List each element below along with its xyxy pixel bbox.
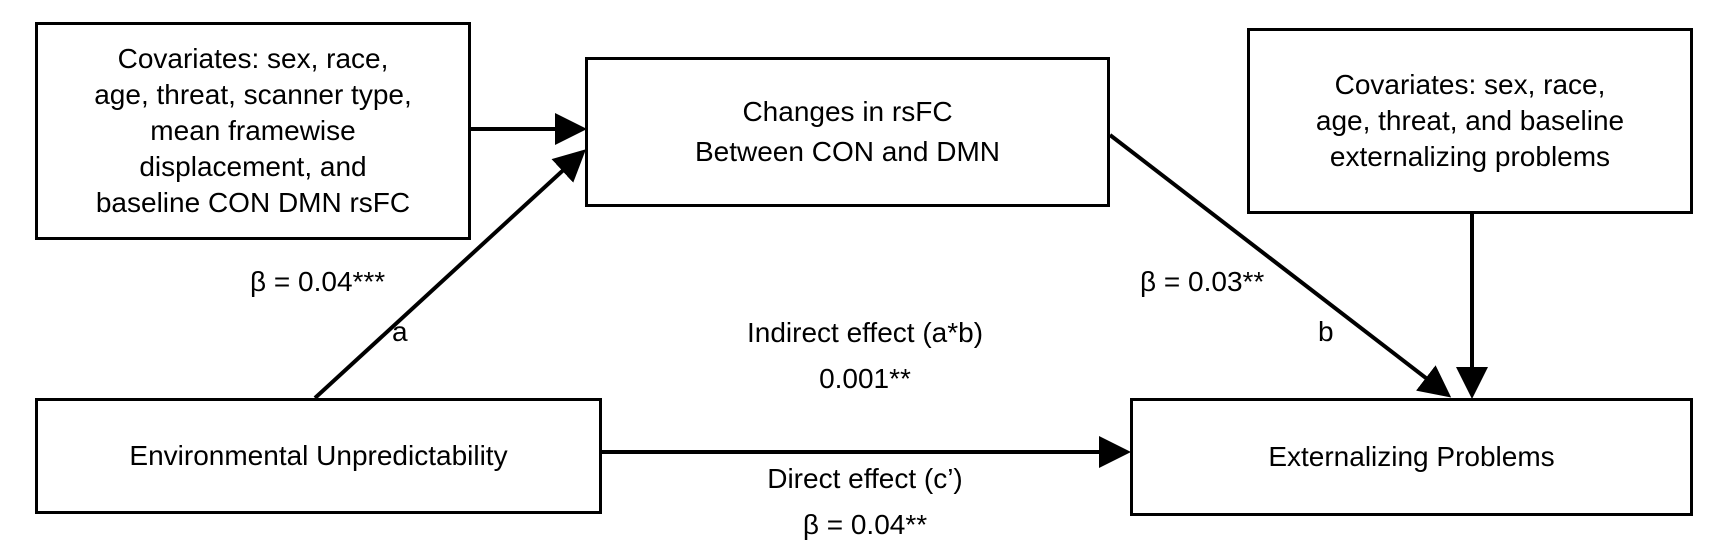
covariates-right-line-2: age, threat, and baseline — [1315, 105, 1625, 136]
externalizing-problems-box: Externalizing Problems — [1130, 398, 1693, 516]
covariates-right-line-1: Covariates: sex, race, — [1334, 69, 1606, 100]
path-a-label: a — [392, 316, 408, 347]
covariates-left-line-3: mean framewise — [150, 115, 356, 146]
environmental-unpredictability-label: Environmental Unpredictability — [129, 440, 508, 471]
covariates-right-box: Covariates: sex, race, age, threat, and … — [1247, 28, 1693, 214]
indirect-effect-value: 0.001** — [819, 363, 911, 394]
indirect-effect-label: Indirect effect (a*b) — [746, 317, 984, 348]
path-a-arrow — [313, 149, 586, 400]
covariates-left-line-4: displacement, and — [139, 151, 367, 182]
direct-effect-value: β = 0.04** — [802, 509, 928, 540]
externalizing-problems-label: Externalizing Problems — [1268, 441, 1555, 472]
covariates-left-line-2: age, threat, scanner type, — [94, 79, 412, 110]
path-a-coefficient: β = 0.04*** — [250, 266, 386, 297]
rsfc-change-line-1: Changes in rsFC — [742, 96, 953, 127]
path-b-label: b — [1318, 316, 1334, 347]
covariates-left-line-5: baseline CON DMN rsFC — [95, 187, 411, 218]
environmental-unpredictability-box: Environmental Unpredictability — [35, 398, 602, 514]
covariates-left-box: Covariates: sex, race, age, threat, scan… — [35, 22, 471, 240]
covariates-left-line-1: Covariates: sex, race, — [117, 43, 389, 74]
covariates-right-line-3: externalizing problems — [1329, 141, 1611, 172]
rsfc-change-box: Changes in rsFC Between CON and DMN — [585, 57, 1110, 207]
direct-effect-label: Direct effect (c’) — [767, 463, 963, 494]
path-b-arrow — [1108, 133, 1452, 398]
rsfc-change-line-2: Between CON and DMN — [694, 136, 1000, 167]
path-b-coefficient: β = 0.03** — [1140, 266, 1265, 297]
